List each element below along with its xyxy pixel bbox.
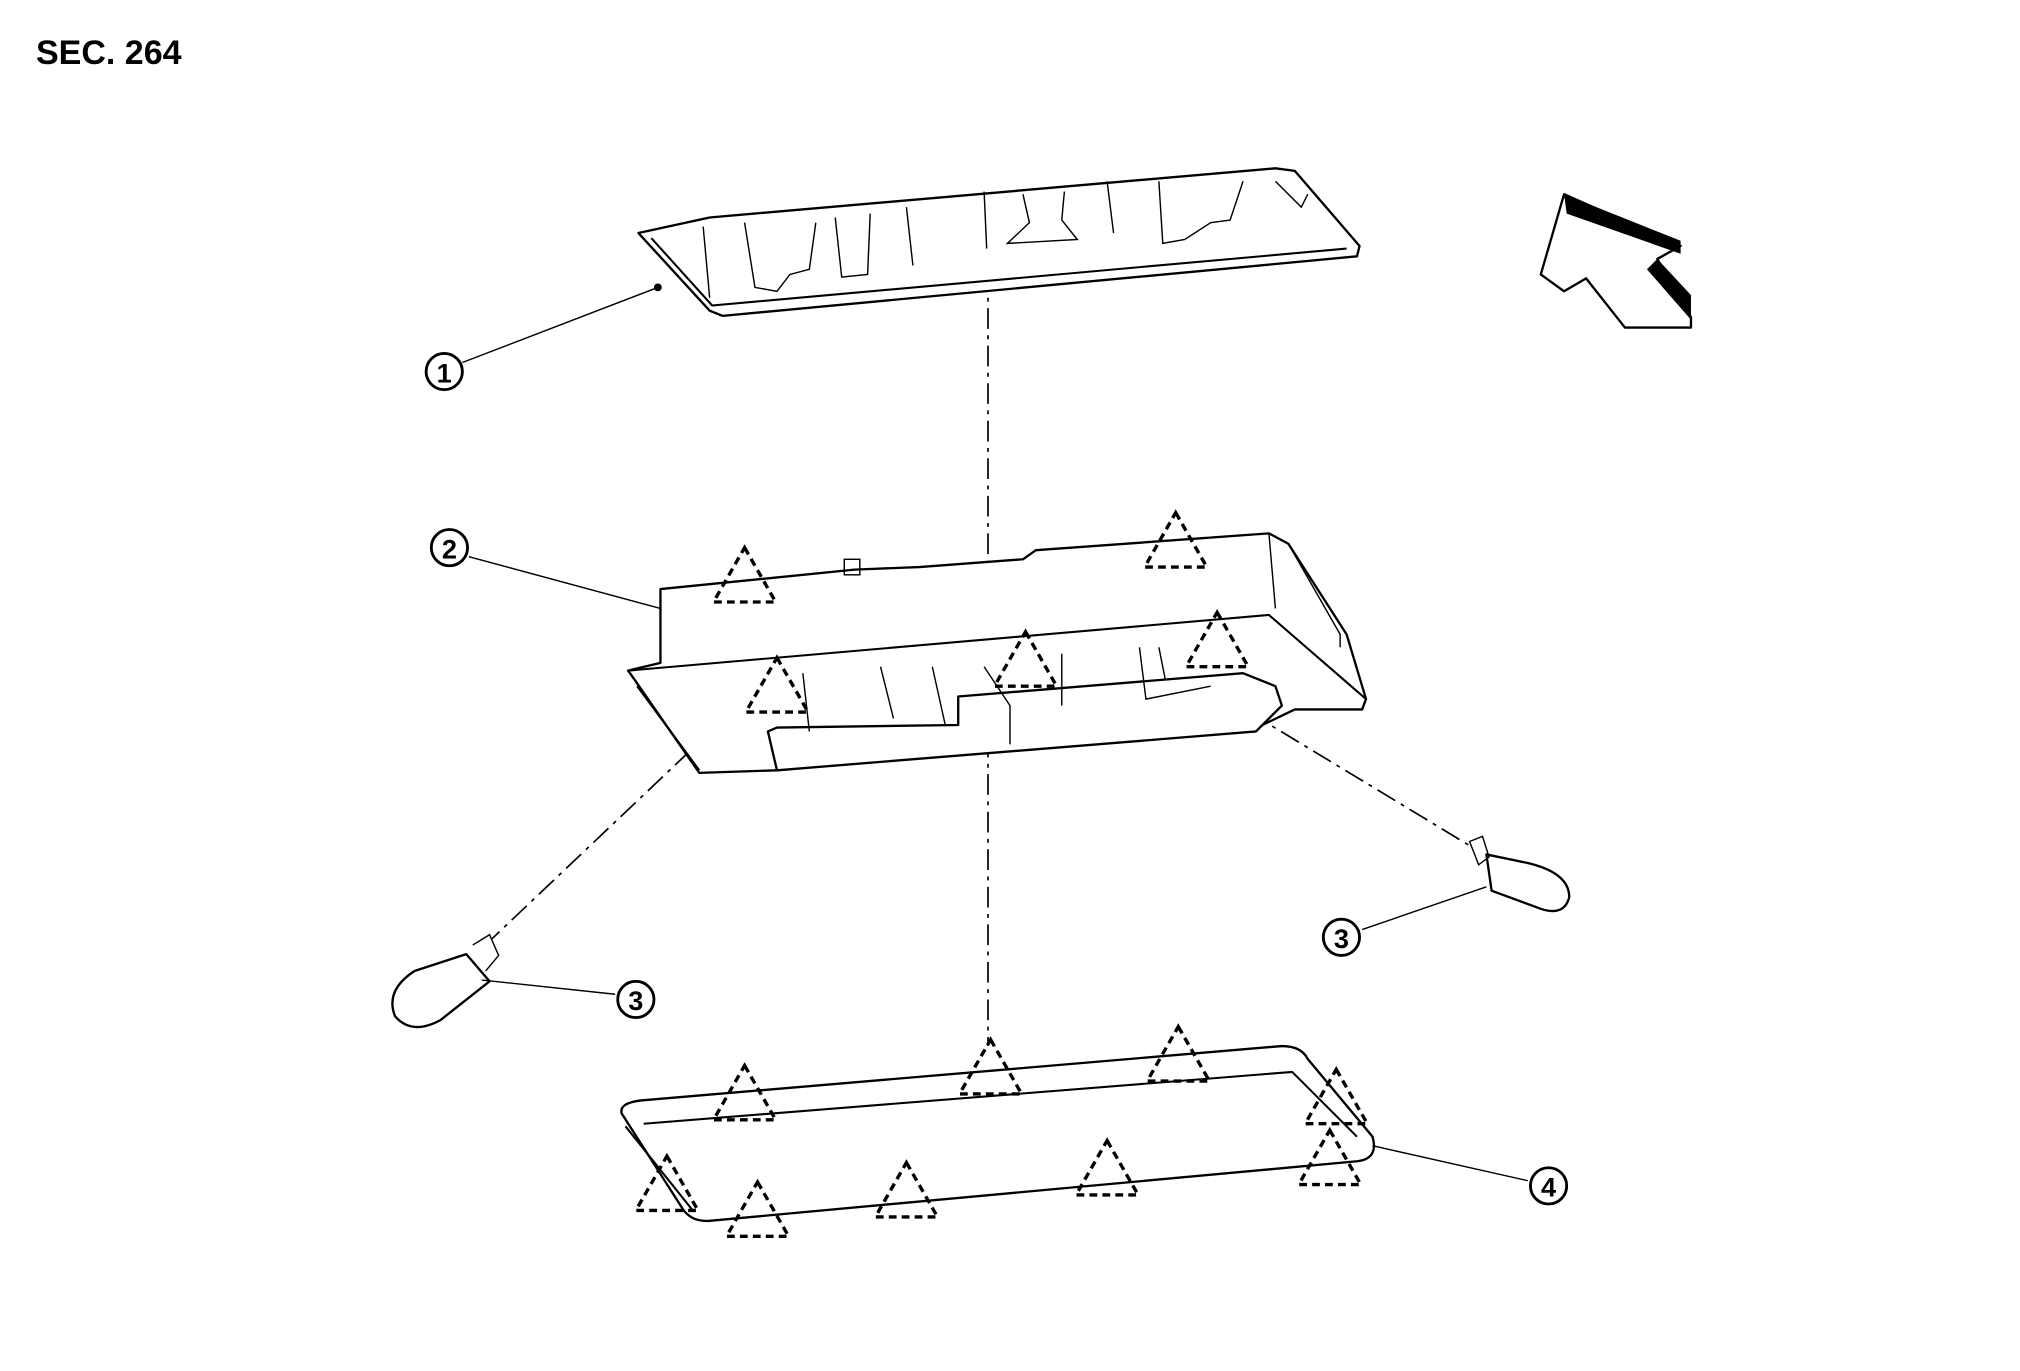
leader-lines [462, 286, 1529, 1182]
callout-3-right-number: 3 [1334, 923, 1349, 954]
clip-triangle-icon [1302, 1065, 1371, 1126]
callout-2: 2 [429, 528, 469, 568]
housing-part-2 [626, 532, 1368, 775]
front-direction-arrow-icon [1539, 193, 1693, 329]
gasket-part-4 [620, 1044, 1376, 1223]
clip-triangle-icon [710, 1062, 779, 1122]
bulb-part-3-right [1468, 835, 1571, 913]
clip-triangle-icon [1141, 509, 1210, 569]
callout-3-left-number: 3 [628, 985, 643, 1016]
clip-triangle-icon [710, 544, 779, 604]
callout-1-number: 1 [437, 357, 452, 388]
clip-group [632, 509, 1371, 1239]
section-label: SEC. 264 [36, 34, 182, 72]
callout-3-right: 3 [1321, 917, 1361, 957]
clip-triangle-icon [872, 1159, 941, 1219]
clip-triangle-icon [742, 654, 811, 714]
clip-triangle-icon [1073, 1137, 1142, 1197]
lens-part-1 [637, 167, 1361, 318]
callout-3-left: 3 [616, 979, 656, 1019]
callout-2-number: 2 [442, 533, 457, 564]
clip-triangle-icon [1183, 608, 1252, 669]
callout-1: 1 [424, 352, 464, 392]
callout-4: 4 [1529, 1166, 1569, 1206]
clip-triangle-icon [991, 628, 1060, 688]
clip-triangle-icon [1144, 1023, 1213, 1083]
bulb-part-3-left [391, 933, 500, 1029]
clip-triangle-icon [956, 1036, 1025, 1096]
clip-triangle-icon [723, 1178, 792, 1239]
callout-4-number: 4 [1541, 1172, 1556, 1203]
clip-triangle-icon [1295, 1126, 1364, 1187]
clip-triangle-icon [632, 1152, 701, 1213]
